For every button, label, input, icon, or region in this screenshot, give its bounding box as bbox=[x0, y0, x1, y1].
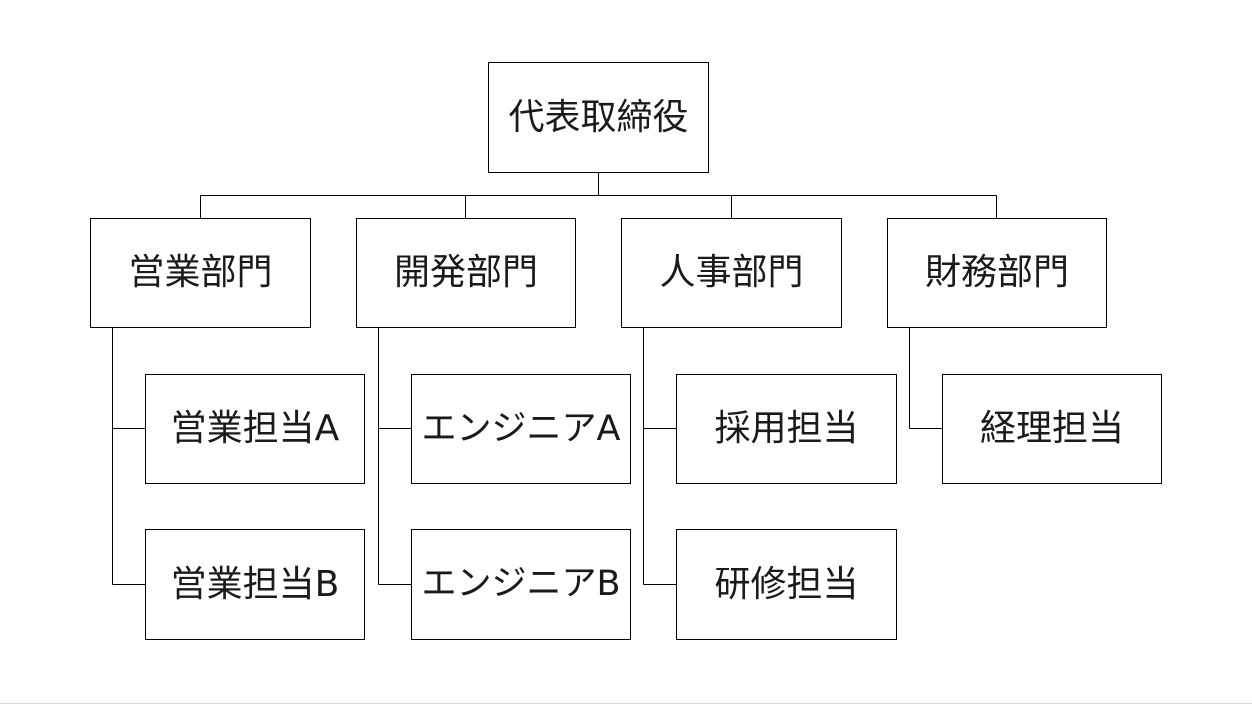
page-bottom-divider bbox=[0, 703, 1252, 704]
node-label: 採用担当 bbox=[714, 408, 859, 449]
node-label: 開発部門 bbox=[393, 252, 538, 293]
node-department-development: 開発部門 bbox=[356, 218, 576, 328]
node-member-accounting: 経理担当 bbox=[942, 374, 1162, 484]
node-label: 代表取締役 bbox=[508, 96, 689, 138]
node-member-engineer-a: エンジニアA bbox=[411, 374, 631, 484]
node-label: 人事部門 bbox=[659, 252, 804, 293]
node-department-sales: 営業部門 bbox=[90, 218, 311, 328]
node-label: 営業担当B bbox=[170, 563, 340, 605]
node-department-hr: 人事部門 bbox=[621, 218, 842, 328]
node-label: 財務部門 bbox=[924, 252, 1069, 293]
node-member-sales-a: 営業担当A bbox=[145, 374, 365, 484]
node-label: 営業担当A bbox=[170, 408, 340, 449]
node-label: 経理担当 bbox=[979, 408, 1124, 449]
node-member-recruiting: 採用担当 bbox=[676, 374, 897, 484]
node-label: エンジニアB bbox=[421, 564, 621, 604]
node-label: 研修担当 bbox=[714, 563, 859, 605]
node-label: 営業部門 bbox=[128, 252, 273, 293]
node-member-engineer-b: エンジニアB bbox=[411, 529, 631, 640]
node-member-training: 研修担当 bbox=[676, 529, 897, 640]
node-member-sales-b: 営業担当B bbox=[145, 529, 365, 640]
node-label: エンジニアA bbox=[421, 408, 621, 449]
node-department-finance: 財務部門 bbox=[887, 218, 1107, 328]
node-root-ceo: 代表取締役 bbox=[488, 62, 709, 173]
